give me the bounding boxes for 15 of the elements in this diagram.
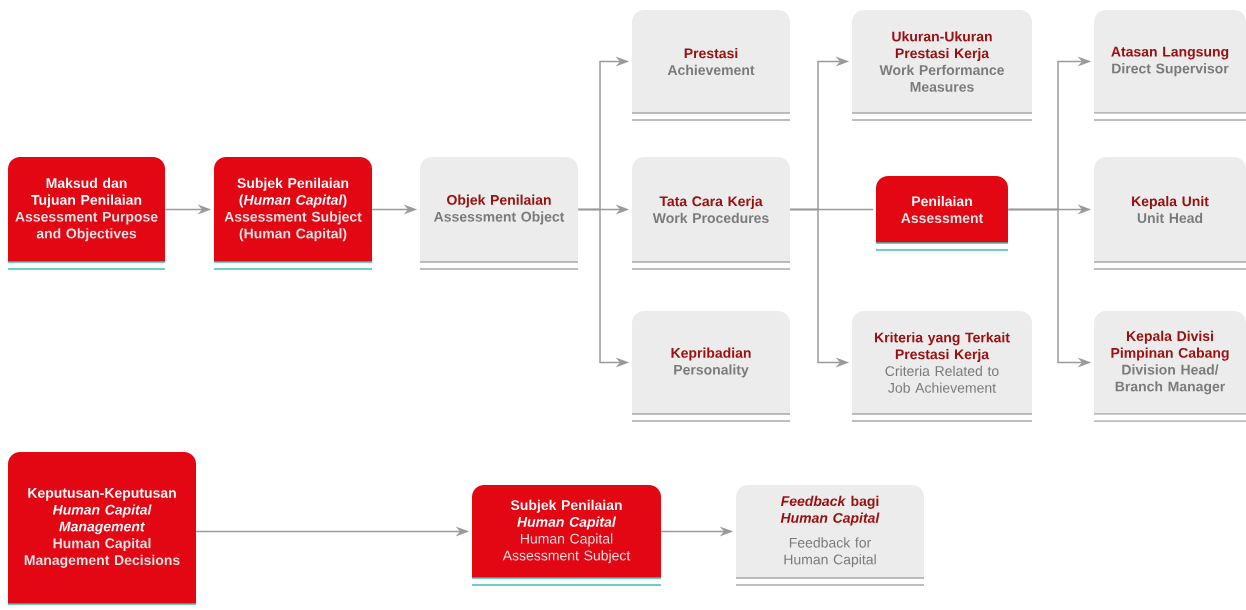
process-box: Atasan Langsung Direct Supervisor <box>1093 10 1246 121</box>
assessment-box: Subjek Penilaian (Human Capital) Assessment Subject (Human Capital) <box>213 157 373 270</box>
process-box: Tata Cara Kerja Work Procedures <box>631 157 791 270</box>
assessment-box: Maksud dan Tujuan Penilaian Assessment Purpose and Objectives <box>7 157 166 270</box>
process-box: Objek Penilaian Assessment Object <box>419 157 579 270</box>
process-box: Kepala Divisi Pimpinan Cabang Division Head/ Branch Manager <box>1093 311 1246 422</box>
process-box: Feedback bagi Human Capital Feedback for Human Capital <box>735 485 925 586</box>
assessment-box: Subjek Penilaian Human Capital Human Capital Assessment Subject <box>471 485 662 586</box>
assessment-box: Keputusan-Keputusan Human Capital Management Human Capital Management Decisions <box>7 452 197 605</box>
assessment-box: Penilaian Assessment <box>875 176 1009 251</box>
process-box: Ukuran-Ukuran Prestasi Kerja Work Performance Measures <box>851 10 1033 121</box>
process-box: Prestasi Achievement <box>631 10 791 121</box>
process-box: Kepribadian Personality <box>631 311 791 422</box>
process-box: Kepala Unit Unit Head <box>1093 157 1246 270</box>
process-box: Kriteria yang Terkait Prestasi Kerja Criteria Related to Job Achievement <box>851 311 1033 422</box>
